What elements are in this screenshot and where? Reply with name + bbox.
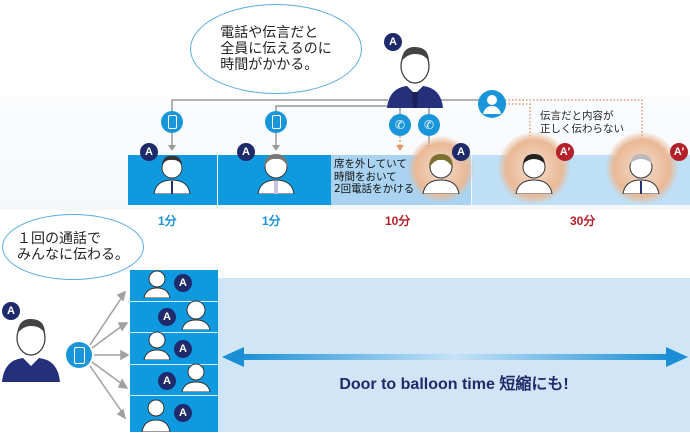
recipient-staff-icon xyxy=(515,154,553,194)
speech-bubble-solution: １回の通話で みんなに伝わる。 xyxy=(2,214,144,280)
phone-call-icon: ✆ xyxy=(389,114,411,136)
speech-bubble-text: 電話や伝言だと 全員に伝えるのに 時間がかかる。 xyxy=(220,24,332,74)
recipient-badge: A xyxy=(158,372,176,390)
smartphone-icon xyxy=(161,111,183,133)
recipient-nurse-icon xyxy=(257,154,295,194)
recipient-badge: A xyxy=(452,143,470,161)
caller-doctor-icon xyxy=(2,318,60,382)
recipient-nurse-icon xyxy=(181,300,211,330)
speech-bubble-text: １回の通話で みんなに伝わる。 xyxy=(17,230,129,263)
recipient-badge-distorted: A′ xyxy=(670,143,688,161)
recipient-badge: A xyxy=(174,340,192,358)
caller-badge: A xyxy=(2,302,20,320)
phone-call-icon: ✆ xyxy=(418,114,440,136)
mobile-phone-icon xyxy=(66,342,92,368)
recipient-badge-distorted: A′ xyxy=(556,143,574,161)
speech-bubble-problem: 電話や伝言だと 全員に伝えるのに 時間がかかる。 xyxy=(190,4,362,94)
recipient-staff-icon xyxy=(181,363,211,392)
door-to-balloon-label: Door to balloon time 短縮にも! xyxy=(339,376,569,393)
recipient-doctor-glasses-icon xyxy=(143,270,171,298)
recipient-badge: A xyxy=(237,143,255,161)
relay-note: 伝言だと内容が 正しく伝わらない xyxy=(540,110,624,135)
recipient-senior-staff-icon xyxy=(141,399,171,432)
smartphone-icon xyxy=(265,111,287,133)
recipient-senior-staff-icon xyxy=(622,154,660,194)
time-label: 1分 xyxy=(262,214,281,228)
recipient-badge: A xyxy=(140,143,158,161)
recipient-badge: A xyxy=(174,274,192,292)
recipient-doctor-glasses-icon xyxy=(153,155,191,194)
recipient-staff-absent-icon xyxy=(422,154,460,194)
caller-doctor-icon xyxy=(387,46,443,108)
time-label: 10分 xyxy=(385,214,411,228)
recipient-badge: A xyxy=(174,404,192,422)
recipient-staff-icon xyxy=(143,331,171,360)
time-label: 1分 xyxy=(158,214,177,228)
double-arrow-icon xyxy=(222,347,688,367)
time-label: 30分 xyxy=(570,214,596,228)
recipient-badge: A xyxy=(158,308,176,326)
relay-person-icon xyxy=(478,90,506,118)
absent-note: 席を外していて 時間をおいて 2回電話をかける xyxy=(334,158,415,196)
caller-badge: A xyxy=(384,33,402,51)
